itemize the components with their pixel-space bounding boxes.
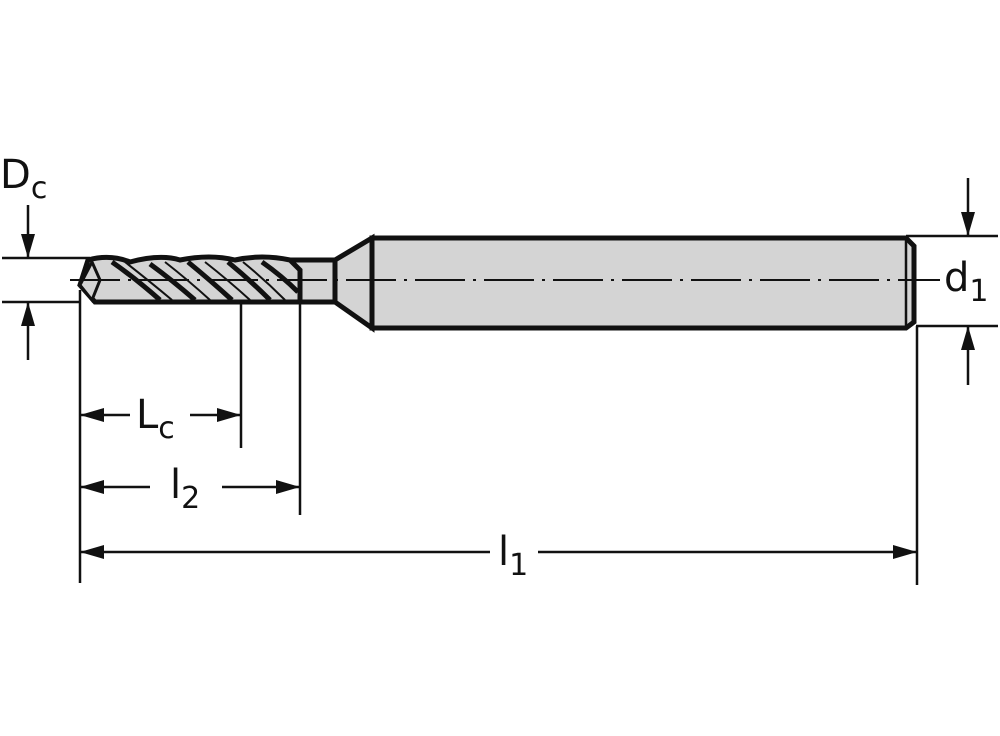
- d1-dimension: [906, 178, 998, 385]
- dc-dimension: [2, 205, 90, 360]
- label-lc: Lc: [136, 392, 175, 446]
- shank: [369, 235, 917, 331]
- extension-lines: [78, 290, 919, 585]
- neck-cone: [332, 233, 375, 333]
- label-l1: l1: [498, 529, 529, 583]
- label-l2: l2: [170, 462, 201, 516]
- label-dc: Dc: [0, 152, 48, 206]
- label-d1: d1: [944, 255, 989, 309]
